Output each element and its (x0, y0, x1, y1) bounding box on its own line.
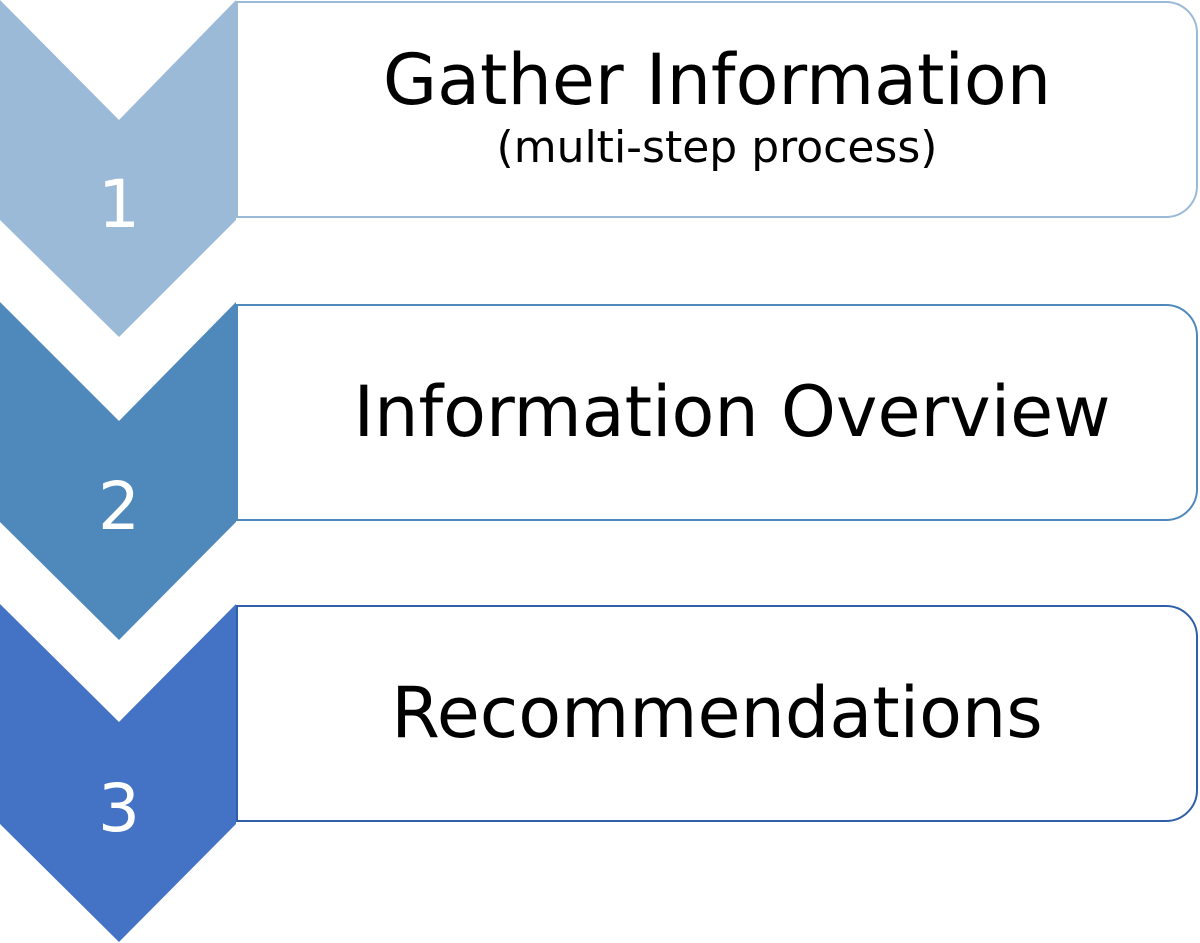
step-2-number: 2 (98, 468, 140, 545)
step-1-title: Gather Information (382, 39, 1052, 122)
step-3-title: Recommendations (391, 672, 1043, 754)
step-2-chevron (0, 302, 236, 640)
step-3-box: Recommendations (236, 605, 1198, 822)
step-1-subtitle: (multi-step process) (496, 122, 938, 174)
step-3-chevron (0, 604, 236, 942)
step-2-box: Information Overview (236, 304, 1198, 521)
step-2-title: Information Overview (353, 371, 1111, 453)
step-1-chevron (0, 0, 236, 337)
step-3-number: 3 (98, 770, 140, 847)
chevron-arrows (0, 0, 236, 942)
step-1-box: Gather Information (multi-step process) (236, 1, 1198, 218)
step-1-number: 1 (98, 166, 140, 243)
